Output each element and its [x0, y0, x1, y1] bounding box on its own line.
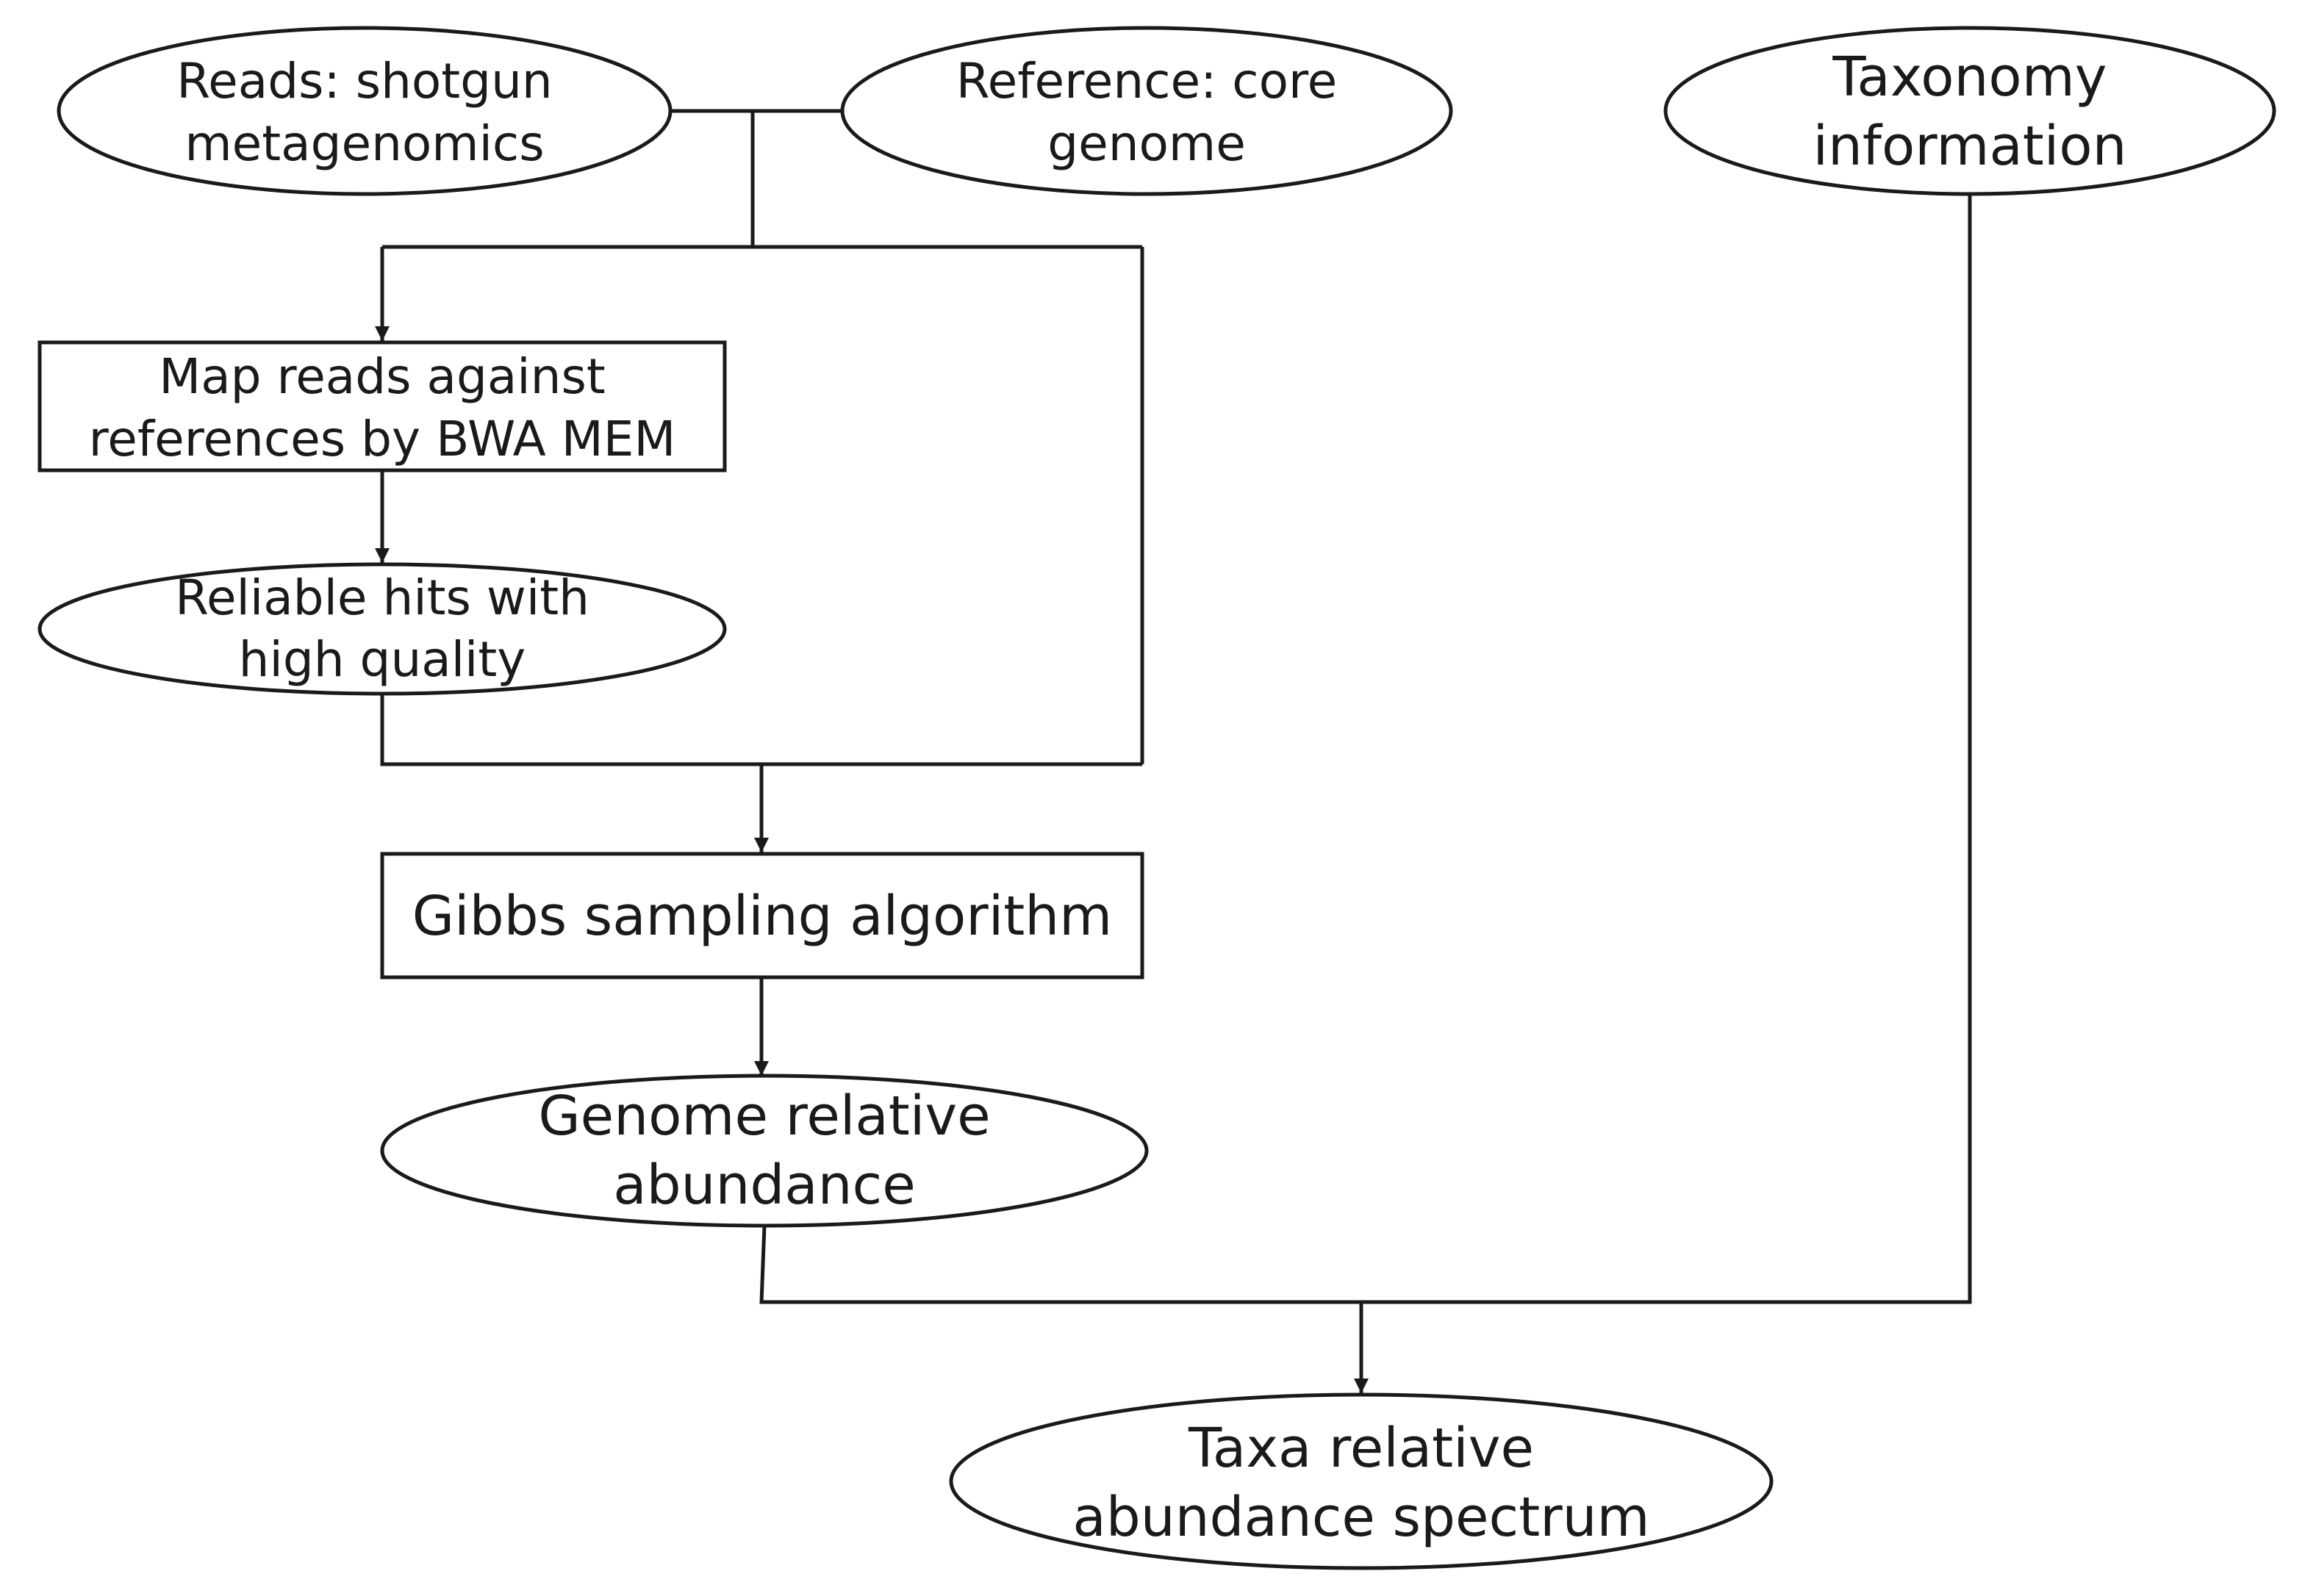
taxonomy-label-line-1: Taxonomy [1832, 46, 2107, 109]
taxonomy-label-line-2: information [1813, 115, 2126, 178]
taxa-spectrum-label-line-2: abundance spectrum [1072, 1486, 1649, 1549]
node-reads: Reads: shotgun metagenomics [57, 26, 673, 196]
edge-abundance-merge [759, 194, 1972, 1304]
node-map-reads: Map reads against references by BWA MEM [37, 340, 727, 472]
map-reads-label-line-2: references by BWA MEM [89, 411, 676, 467]
edge-hits-merge [380, 695, 1142, 766]
gibbs-box [380, 852, 1144, 979]
reliable-hits-ellipse [37, 562, 727, 696]
reliable-hits-label-line-1: Reliable hits with [175, 569, 589, 626]
reference-label-line-2: genome [1047, 115, 1246, 172]
node-genome-abundance: Genome relative abundance [380, 1074, 1149, 1228]
genome-abundance-label-line-2: abundance [613, 1154, 916, 1217]
reference-ellipse [840, 26, 1453, 196]
taxa-spectrum-ellipse [949, 1392, 1774, 1570]
node-gibbs: Gibbs sampling algorithm [380, 852, 1144, 979]
node-reference: Reference: core genome [840, 26, 1453, 196]
reliable-hits-label-line-2: high quality [239, 631, 526, 688]
map-reads-box [37, 340, 727, 472]
reads-ellipse [57, 26, 673, 196]
genome-abundance-ellipse [380, 1074, 1149, 1228]
reads-label-line-1: Reads: shotgun [176, 53, 552, 109]
map-reads-label-line-1: Map reads against [159, 348, 605, 405]
reference-label-line-1: Reference: core [956, 53, 1338, 109]
node-reliable-hits: Reliable hits with high quality [37, 562, 727, 696]
reads-label-line-2: metagenomics [184, 115, 544, 172]
connectors [375, 109, 1972, 1393]
genome-abundance-label-line-1: Genome relative [538, 1085, 990, 1148]
node-taxa-spectrum: Taxa relative abundance spectrum [949, 1392, 1774, 1570]
taxonomy-ellipse [1663, 26, 2276, 196]
node-taxonomy: Taxonomy information [1663, 26, 2276, 196]
gibbs-label: Gibbs sampling algorithm [412, 885, 1113, 948]
taxa-spectrum-label-line-1: Taxa relative [1188, 1417, 1534, 1480]
